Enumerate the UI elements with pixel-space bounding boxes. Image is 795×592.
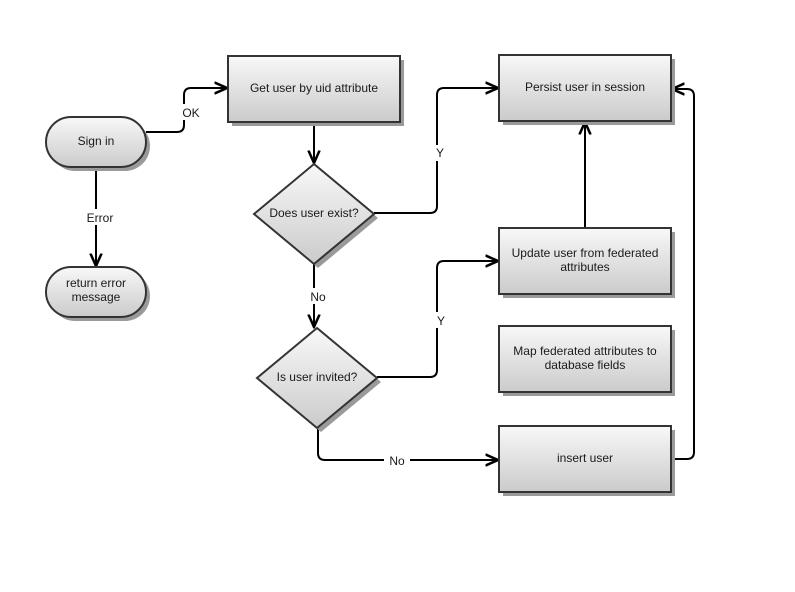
svg-text:Y: Y: [436, 146, 444, 160]
node-get-user: Get user by uid attribute: [227, 55, 404, 126]
edge-insert-to-persist: [671, 89, 695, 460]
edge-label-ok: OK: [179, 104, 203, 120]
edge-label-exists-no: No: [306, 288, 330, 304]
svg-text:OK: OK: [182, 106, 199, 120]
svg-text:return error: return error: [66, 276, 126, 290]
node-return-error: return error message: [45, 266, 150, 321]
svg-text:attributes: attributes: [560, 260, 609, 274]
svg-text:Error: Error: [87, 211, 114, 225]
svg-text:Sign in: Sign in: [78, 134, 115, 148]
svg-text:No: No: [389, 454, 405, 468]
svg-text:No: No: [310, 290, 326, 304]
svg-text:Does user exist?: Does user exist?: [269, 206, 359, 220]
edge-label-invited-yes: Y: [434, 312, 448, 328]
node-map-attributes: Map federated attributes to database fie…: [498, 325, 675, 396]
node-user-exists: Does user exist?: [252, 162, 378, 268]
svg-text:Update user from federated: Update user from federated: [512, 246, 659, 260]
edge-label-error: Error: [82, 209, 118, 225]
svg-text:Get user by uid attribute: Get user by uid attribute: [250, 81, 378, 95]
edge-label-exists-yes: Y: [433, 145, 447, 161]
svg-text:message: message: [72, 290, 121, 304]
node-insert-user: insert user: [498, 425, 675, 496]
svg-text:insert user: insert user: [557, 451, 613, 465]
node-user-invited: Is user invited?: [255, 326, 381, 432]
svg-text:Map federated attributes to: Map federated attributes to: [513, 344, 657, 358]
svg-text:database fields: database fields: [545, 358, 626, 372]
node-persist-user: Persist user in session: [498, 54, 675, 125]
node-sign-in: Sign in: [45, 116, 150, 171]
svg-text:Y: Y: [437, 314, 445, 328]
edge-invited-no-to-insert: [317, 427, 498, 460]
svg-text:Persist user in session: Persist user in session: [525, 80, 645, 94]
edge-label-invited-no: No: [384, 452, 410, 468]
svg-text:Is user invited?: Is user invited?: [277, 370, 358, 384]
node-update-user: Update user from federated attributes: [498, 227, 675, 298]
